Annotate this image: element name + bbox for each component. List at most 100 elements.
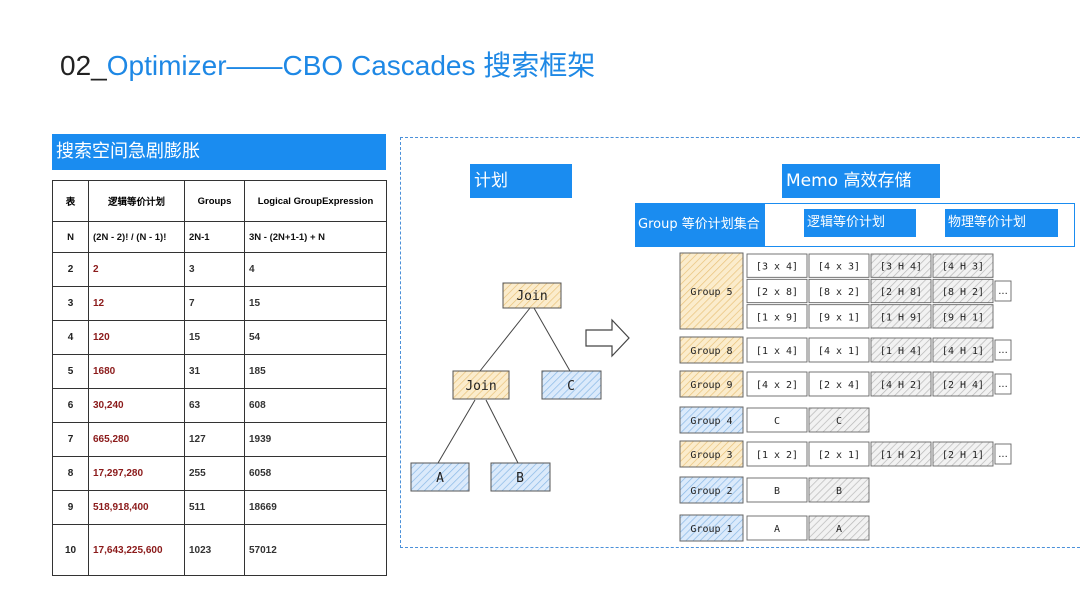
memo-logical-cell [746,337,808,363]
memo-more-indicator: ... [998,449,1008,460]
memo-logical-cell [746,515,808,541]
memo-physical-label: 物理等价计划 [945,209,1058,237]
memo-logical-cell [808,253,870,278]
table-cell: 3N - (2N+1-1) + N [244,221,387,253]
memo-physical-expression: [9 H 1] [942,312,984,323]
memo-more-cell [994,443,1012,465]
memo-physical-cell [870,371,932,397]
tree-node-mid: Join [452,370,510,400]
memo-physical-expression: [2 H 4] [942,380,984,391]
table-cell: 63 [184,388,245,423]
memo-logical-expression: [1 x 9] [756,312,798,323]
memo-groups-diagram: Group 5[3 x 4][4 x 3][3 H 4][4 H 3][2 x … [679,252,1012,542]
tree-edge [479,307,531,372]
table-header-cell: Groups [184,180,245,222]
table-cell: 18669 [244,490,387,525]
memo-physical-expression: [1 H 9] [880,312,922,323]
memo-physical-cell [932,441,994,467]
title-main: Optimizer——CBO Cascades 搜索框架 [106,50,596,81]
table-cell: 57012 [244,524,387,576]
memo-group-label: Group 2 [690,486,732,497]
table-body: N (2N - 2)! / (N - 1)! 2N-1 3N - (2N+1-1… [52,221,387,576]
table-cell: 608 [244,388,387,423]
memo-logical-expression: [4 x 1] [818,346,860,357]
table-cell: 2N-1 [184,221,245,253]
memo-logical-cell [746,371,808,397]
memo-physical-cell [870,337,932,363]
memo-logical-cell [808,304,870,329]
table-cell: 1939 [244,422,387,457]
memo-logical-expression: A [774,524,780,535]
memo-logical-expression: [2 x 8] [756,287,798,298]
memo-group-label-cell [679,370,744,398]
memo-logical-cell [808,278,870,304]
memo-logical-cell [808,337,870,363]
memo-physical-cell [808,477,870,503]
table-cell: 4 [244,252,387,287]
memo-physical-expression: [1 H 4] [880,346,922,357]
memo-physical-cell [870,278,932,304]
table-cell: 15 [184,320,245,355]
memo-group-set-label: Group 等价计划集合 [635,203,765,247]
memo-logical-cell [746,278,808,304]
memo-physical-cell [808,515,870,541]
table-cell: 665,280 [88,422,185,457]
memo-physical-expression: [4 H 2] [880,380,922,391]
table-cell: 6 [52,388,89,423]
table-header-cell: 表 [52,180,89,222]
table-cell: 6058 [244,456,387,491]
table-cell: 17,297,280 [88,456,185,491]
memo-group-label: Group 8 [690,346,732,357]
table-cell: N [52,221,89,253]
memo-logical-expression: [4 x 3] [818,262,860,273]
memo-physical-expression: [4 H 1] [942,346,984,357]
table-cell: 3 [52,286,89,321]
table-cell: 185 [244,354,387,389]
title-prefix: 02_ [60,50,107,81]
memo-logical-cell [746,441,808,467]
memo-group-row: Group 1 A A [679,514,870,542]
tree-node-label: Join [465,379,496,394]
memo-group-label-cell [679,440,744,468]
tree-node-root: Join [502,282,562,309]
memo-logical-cell [746,304,808,329]
memo-logical-expression: B [774,486,780,497]
memo-group-label: Group 4 [690,416,732,427]
memo-group-label: Group 1 [690,524,732,535]
memo-group-label: Group 3 [690,450,732,461]
table-cell: 1023 [184,524,245,576]
table-cell: 518,918,400 [88,490,185,525]
memo-logical-cell [746,477,808,503]
memo-group-row: Group 5[3 x 4][4 x 3][3 H 4][4 H 3][2 x … [679,252,1012,330]
memo-logical-cell [746,407,808,433]
table-cell: 2 [52,252,89,287]
tree-edge [485,399,519,464]
memo-physical-cell [932,253,994,278]
arrow-right-icon [585,318,630,358]
table-cell: 2 [88,252,185,287]
memo-more-cell [994,339,1012,361]
tree-node-a: A [410,462,470,492]
table-cell: 3 [184,252,245,287]
table-cell: (2N - 2)! / (N - 1)! [88,221,185,253]
memo-logical-expression: [3 x 4] [756,262,798,273]
memo-physical-cell [932,371,994,397]
memo-more-indicator: ... [998,345,1008,356]
memo-logical-expression: C [774,416,780,427]
tree-node-label: A [436,471,444,486]
table-formula-row: N (2N - 2)! / (N - 1)! 2N-1 3N - (2N+1-1… [52,221,387,253]
memo-group-label: Group 9 [690,380,732,391]
memo-logical-expression: [2 x 1] [818,450,860,461]
memo-physical-cell [870,441,932,467]
memo-physical-expression: [3 H 4] [880,262,922,273]
memo-physical-expression: A [836,524,842,535]
memo-physical-cell [932,337,994,363]
memo-logical-expression: [9 x 1] [818,312,860,323]
memo-logical-cell [808,441,870,467]
